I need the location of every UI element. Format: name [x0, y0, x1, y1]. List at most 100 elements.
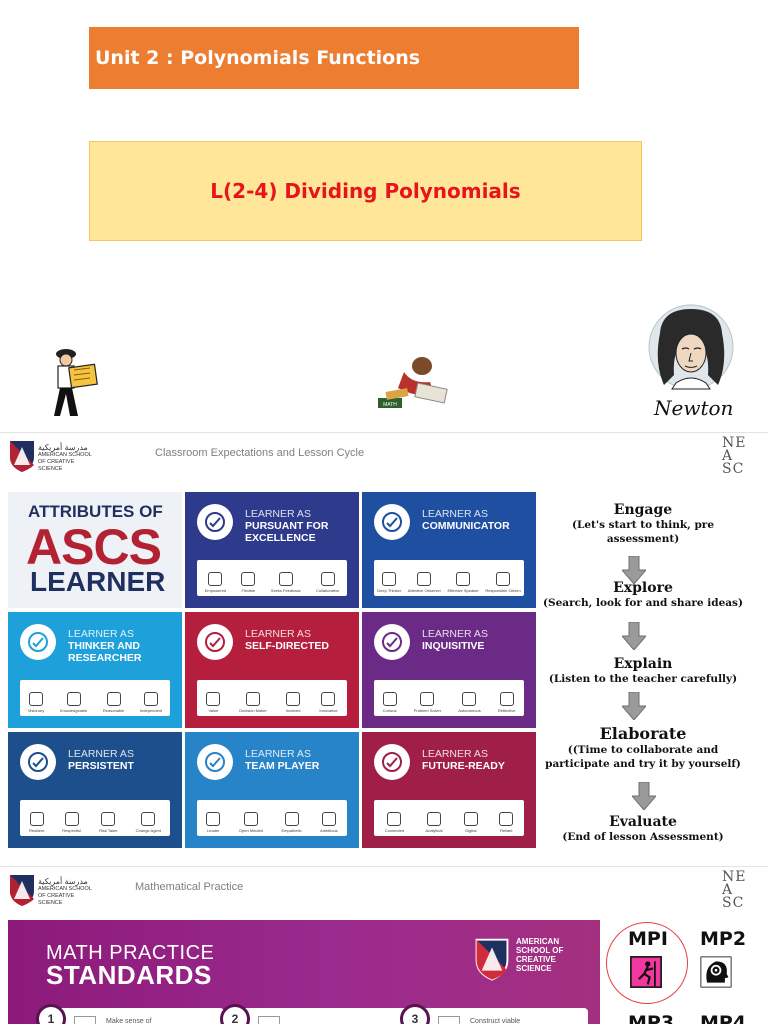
step-icon — [438, 1016, 460, 1024]
attribute-icon — [374, 504, 410, 540]
unit-title: Unit 2 : Polynomials Functions — [95, 47, 421, 69]
slide2-header: مدرسة أمريكية AMERICAN SCHOOL OF CREATIV… — [0, 866, 768, 914]
asc-badge-text: AMERICAN SCHOOL OF CREATIVE SCIENCE — [516, 937, 564, 973]
newton-caption: Newton — [654, 396, 734, 420]
school-logo-2: مدرسة أمريكية AMERICAN SCHOOL OF CREATIV… — [8, 873, 98, 909]
school-name-line1: AMERICAN SCHOOL — [38, 886, 92, 892]
cycle-stage: Explore — [613, 580, 673, 596]
ascs-line3: LEARNER — [30, 566, 166, 597]
cycle-desc: ((Time to collaborate and participate an… — [545, 744, 741, 770]
attribute-icon — [197, 744, 233, 780]
mp-step-number: 3 — [400, 1004, 430, 1024]
trait-item: Empowered — [205, 572, 226, 593]
step-text: Make sense of — [106, 1017, 152, 1024]
attribute-icon — [374, 744, 410, 780]
cycle-step: Elaborate((Time to collaborate and parti… — [538, 724, 748, 771]
trait-item: Curious — [382, 692, 397, 713]
mp4-label: MP4 — [700, 1012, 747, 1024]
down-arrow-icon — [622, 692, 646, 720]
trait-item: Empathetic — [282, 812, 302, 833]
cycle-desc: (Let's start to think, pre assessment) — [571, 519, 715, 545]
attribute-icon — [197, 504, 233, 540]
lesson-title-box: L(2-4) Dividing Polynomials — [89, 141, 642, 241]
cycle-desc: (Listen to the teacher carefully) — [548, 673, 738, 685]
ascs-line1: ATTRIBUTES OF — [28, 502, 163, 521]
school-logo: مدرسة أمريكية AMERICAN SCHOOL OF CREATIV… — [8, 439, 98, 475]
unit-title-bar: Unit 2 : Polynomials Functions — [89, 27, 579, 89]
mp-title-line1: MATH PRACTICE — [46, 942, 215, 964]
trait-item: Open Minded — [239, 812, 263, 833]
trait-item: Innovative — [319, 692, 338, 713]
tile-title: PERSISTENT — [68, 760, 134, 772]
tile-traits: Empowered Flexible Seeks Feedback Collabora… — [197, 560, 347, 596]
trait-item: Ambitious — [320, 812, 338, 833]
trait-item: Connected — [385, 812, 404, 833]
tile-subtitle: LEARNER AS — [245, 748, 311, 760]
tile-title: COMMUNICATOR — [422, 520, 510, 532]
attribute-icon — [20, 624, 56, 660]
trait-item: Seeks Feedback — [271, 572, 301, 593]
tile-traits: Leader Open Minded Empathetic Ambitious — [197, 800, 347, 836]
cycle-step: Explore(Search, look for and share ideas… — [538, 580, 748, 610]
mp2-label: MP2 — [700, 928, 747, 950]
trait-item: Digital — [463, 812, 478, 833]
cycle-desc: (End of lesson Assessment) — [562, 831, 724, 843]
cycle-stage: Engage — [613, 502, 673, 518]
tile-title: INQUISITIVE — [422, 640, 485, 652]
cycle-step: Explain(Listen to the teacher carefully) — [538, 656, 748, 686]
down-arrow-icon — [622, 556, 646, 584]
mp-title-line2: STANDARDS — [46, 960, 212, 990]
trait-item: Responsible Citizen — [485, 572, 521, 593]
newton-portrait — [648, 304, 734, 390]
mp1-label: MPI — [628, 928, 668, 950]
lesson-title: L(2-4) Dividing Polynomials — [210, 179, 521, 203]
cycle-desc: (Search, look for and share ideas) — [543, 597, 743, 609]
trait-item: Effective Speaker — [447, 572, 479, 593]
slide2-title: Mathematical Practice — [135, 881, 244, 893]
student-books-clipart: MATH — [378, 357, 448, 408]
mp-step-number: 1 — [36, 1004, 66, 1024]
tile-title: FUTURE-READY — [422, 760, 505, 772]
asc-badge: AMERICAN SCHOOL OF CREATIVE SCIENCE — [474, 937, 584, 983]
step-icon — [74, 1016, 96, 1024]
math-practice-banner: MATH PRACTICE STANDARDS AMERICAN SCHOOL … — [8, 920, 600, 1024]
svg-text:MATH: MATH — [383, 402, 397, 408]
slide1-header: مدرسة أمريكية AMERICAN SCHOOL OF CREATIV… — [0, 432, 768, 480]
tile-title: PURSUANT FOR EXCELLENCE — [245, 520, 329, 544]
step-icon — [258, 1016, 280, 1024]
shield-icon — [10, 875, 34, 906]
trait-item: Collaborative — [316, 572, 339, 593]
shield-icon — [475, 938, 509, 981]
attribute-icon — [197, 624, 233, 660]
ascs-line2: ASCS — [26, 519, 162, 575]
mp3-label: MP3 — [628, 1012, 675, 1024]
school-name-line2: OF CREATIVE SCIENCE — [38, 459, 75, 472]
tile-subtitle: LEARNER AS — [68, 748, 134, 760]
cycle-step: Engage(Let's start to think, pre assessm… — [538, 502, 748, 546]
trait-item: Visionary — [28, 692, 44, 713]
trait-item: Flexible — [241, 572, 256, 593]
trait-item: Reasonable — [103, 692, 124, 713]
cycle-stage: Explain — [613, 656, 673, 672]
trait-item: Reflective — [498, 692, 515, 713]
mp1-circle — [606, 922, 688, 1004]
school-name-line1: AMERICAN SCHOOL — [38, 452, 92, 458]
trait-item: Deep Thinker — [377, 572, 401, 593]
down-arrow-icon — [622, 622, 646, 650]
trait-item: Leader — [206, 812, 221, 833]
tile-subtitle: LEARNER AS — [245, 508, 311, 520]
tile-subtitle: LEARNER AS — [422, 748, 488, 760]
trait-item: Analytical — [425, 812, 443, 833]
tile-subtitle: LEARNER AS — [422, 628, 488, 640]
